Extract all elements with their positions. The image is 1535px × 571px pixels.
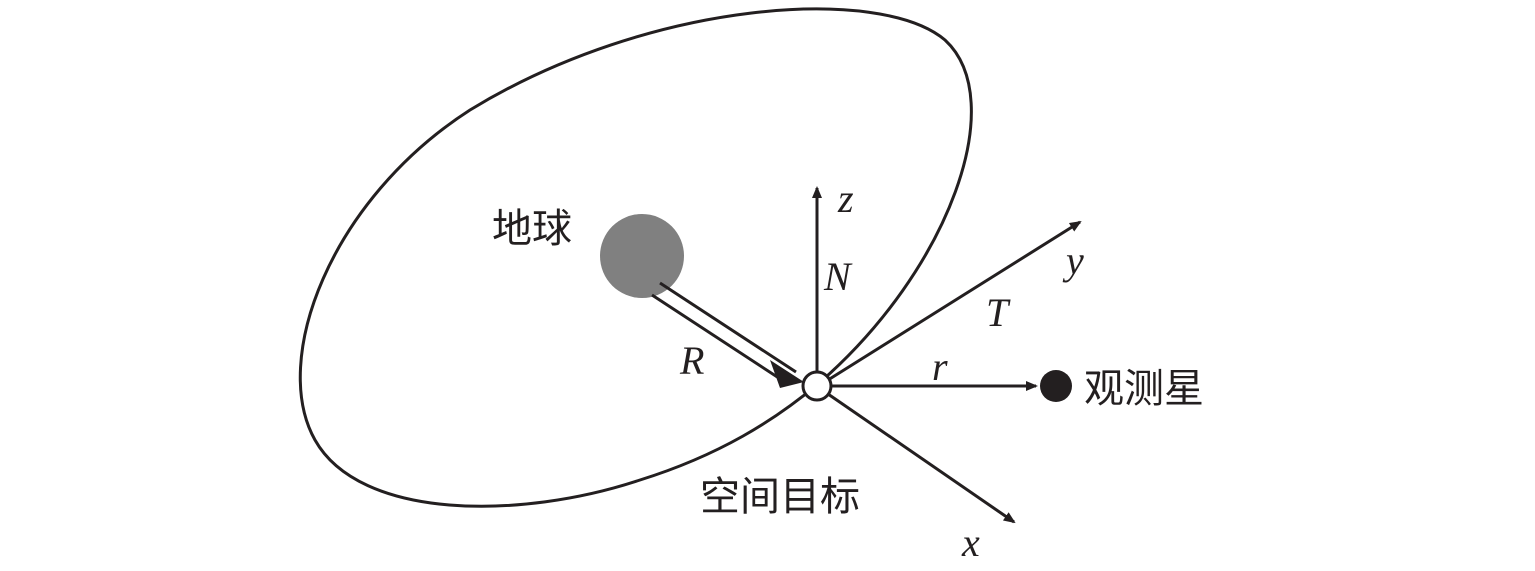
relative-vector-label: r <box>932 344 948 389</box>
axis-y-line <box>827 220 1082 382</box>
axis-x-line <box>827 392 1016 524</box>
observer-label: 观测星 <box>1084 366 1204 412</box>
target-circle <box>801 370 833 402</box>
earth-label: 地球 <box>492 206 572 252</box>
axis-x-label: x <box>961 520 980 565</box>
target-label: 空间目标 <box>700 474 860 520</box>
observer-dot <box>1040 370 1072 402</box>
orbit-ellipse <box>298 7 973 508</box>
range-vector-label: R <box>679 338 704 383</box>
tangential-label: T <box>986 290 1011 335</box>
range-vector-line-upper <box>659 281 797 374</box>
earth-circle <box>600 214 684 298</box>
axis-z-label: z <box>837 176 854 221</box>
range-vector-arrowhead <box>770 360 804 388</box>
range-vector-line-lower <box>651 293 789 386</box>
axis-y-label: y <box>1062 238 1084 283</box>
normal-label: N <box>823 254 853 299</box>
